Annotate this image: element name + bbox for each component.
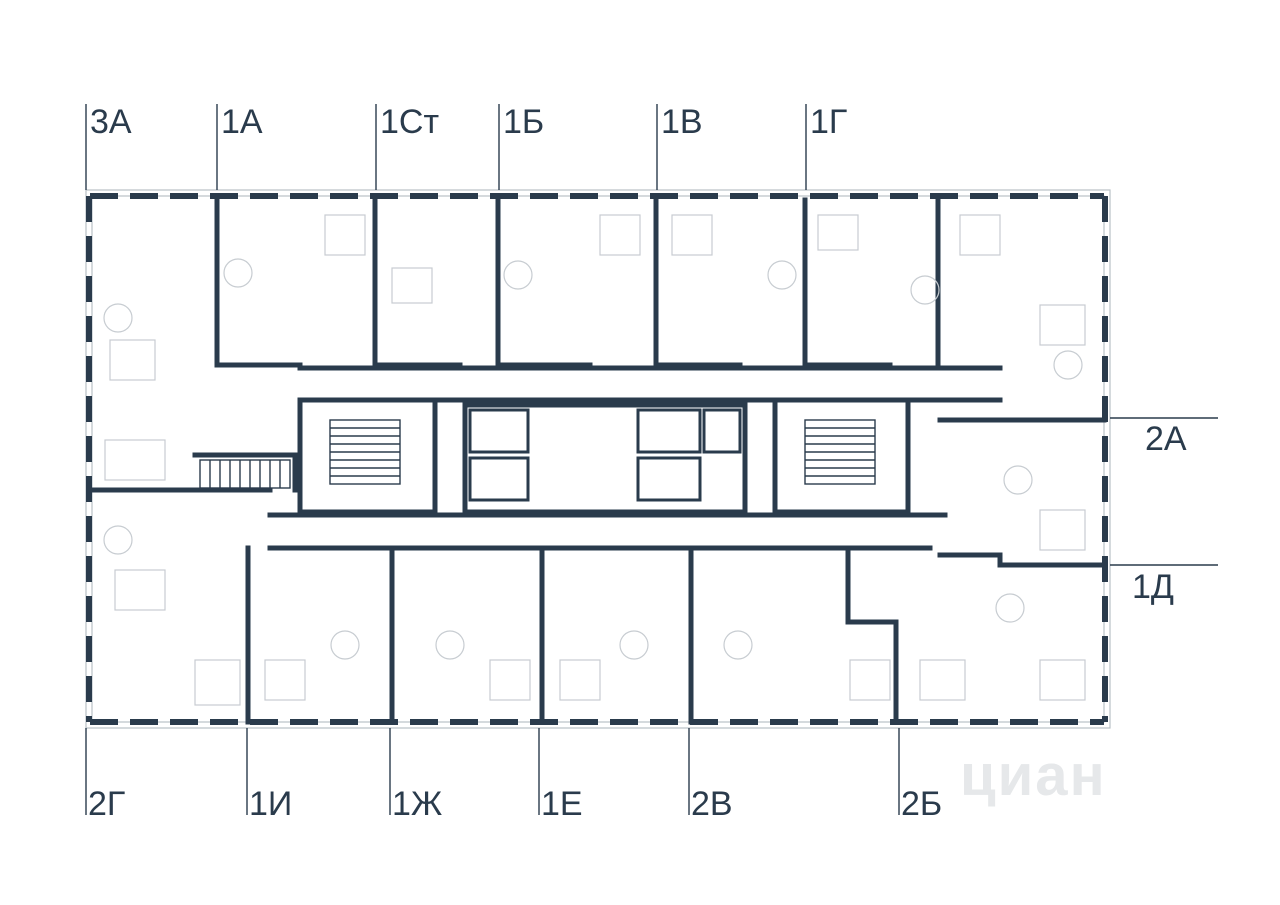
watermark-text: циан (960, 743, 1107, 808)
unit-label-3a: 3А (90, 103, 132, 141)
unit-label-1a: 1А (221, 103, 263, 141)
unit-labels-right: 2А 1Д (1132, 420, 1187, 606)
unit-label-1d: 1Д (1132, 568, 1174, 606)
unit-label-2a: 2А (1145, 420, 1187, 458)
furniture (103, 214, 1086, 706)
unit-label-2v: 2В (691, 785, 733, 823)
unit-label-1st: 1Ст (380, 103, 439, 141)
label-leaders (85, 104, 1218, 815)
unit-label-1g: 1Г (810, 103, 847, 141)
unit-label-1v: 1В (661, 103, 703, 141)
unit-labels-top: 3А 1А 1Ст 1Б 1В 1Г (90, 103, 847, 141)
stairwell-right (804, 419, 876, 485)
interior-walls (89, 197, 1107, 725)
unit-label-1e: 1Е (541, 785, 583, 823)
stairwell-left (199, 419, 401, 489)
unit-label-1i: 1И (249, 785, 292, 823)
unit-labels-bottom: 2Г 1И 1Ж 1Е 2В 2Б (88, 785, 942, 823)
unit-label-1zh: 1Ж (392, 785, 442, 823)
unit-label-2b: 2Б (901, 785, 942, 823)
facade-walls (86, 193, 1108, 725)
building-outline (85, 189, 1111, 729)
unit-label-2g: 2Г (88, 785, 125, 823)
unit-label-1b: 1Б (503, 103, 544, 141)
